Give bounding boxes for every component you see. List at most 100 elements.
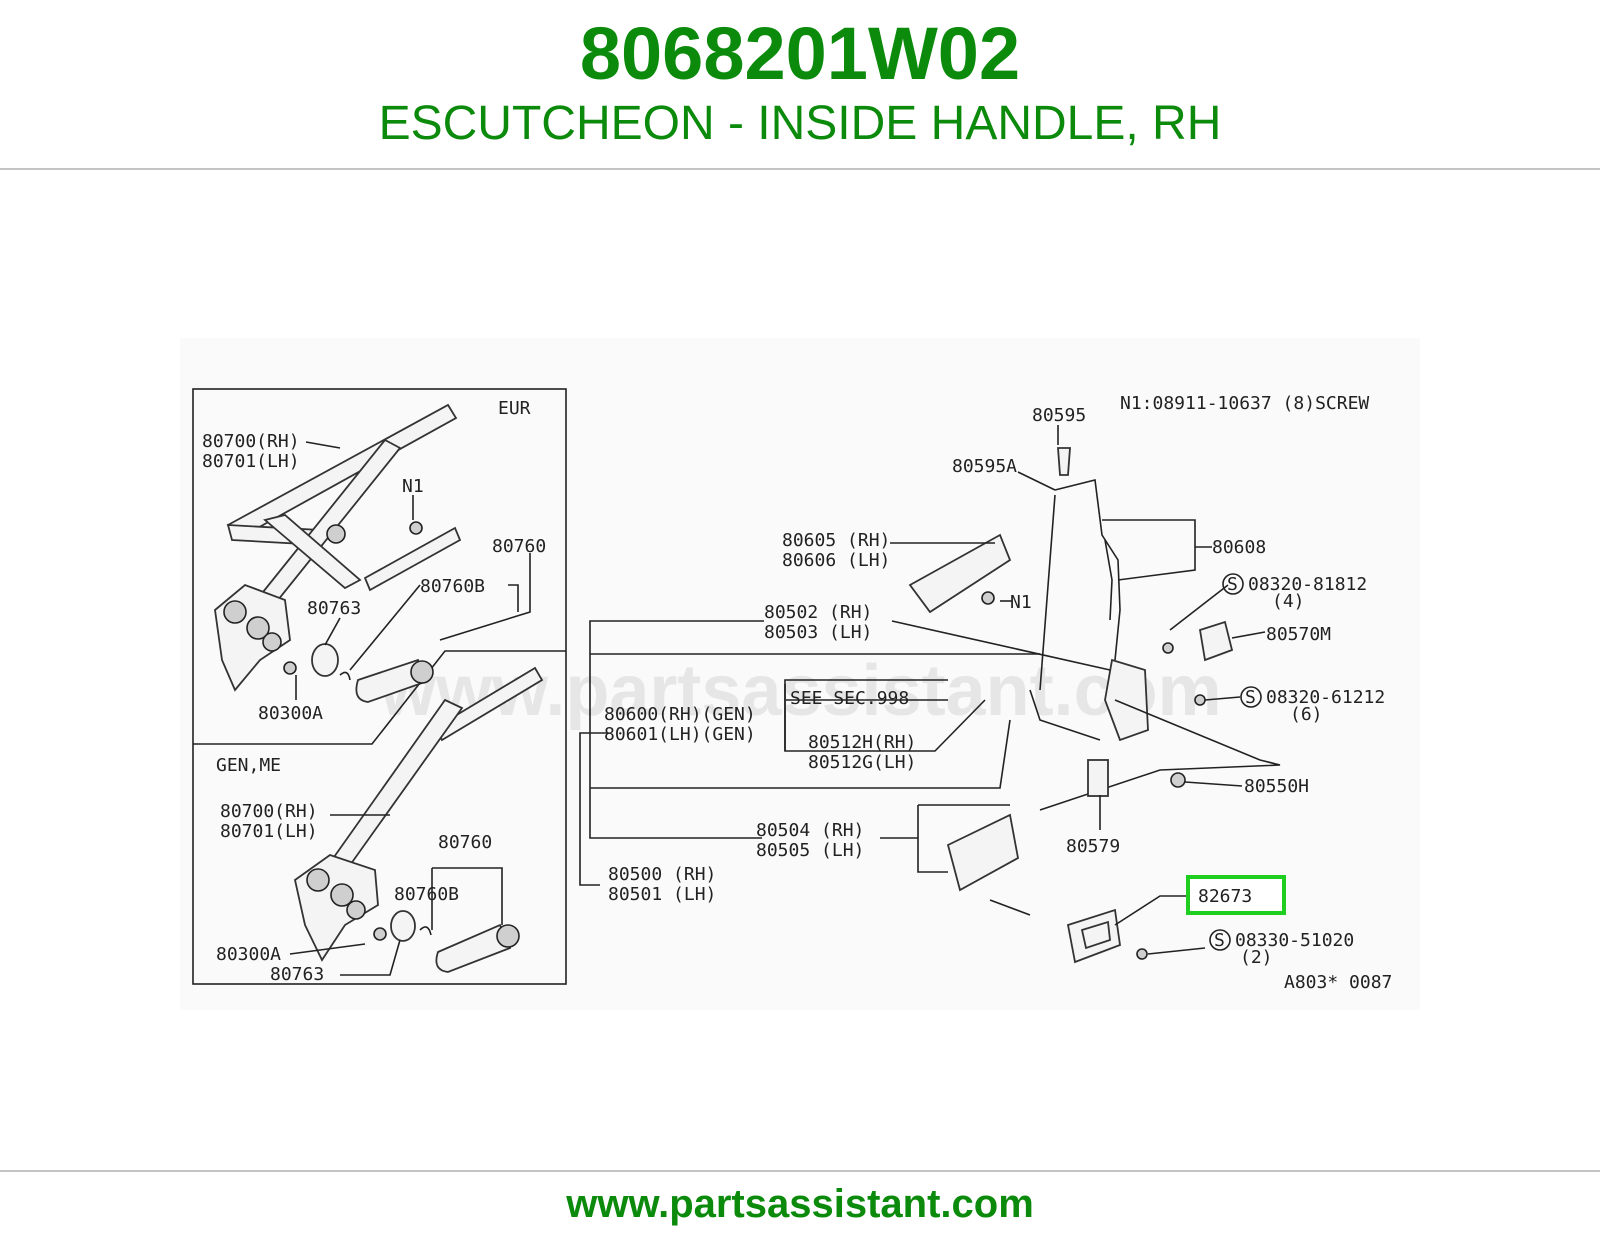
label-80501: 80501 (LH) [608, 884, 716, 905]
washer-80763 [311, 643, 339, 677]
leader [1017, 471, 1056, 491]
label-08320-81812: 08320-81812 [1248, 574, 1367, 595]
label-80512g: 80512G(LH) [808, 752, 916, 773]
label-08320-61212: 08320-61212 [1266, 687, 1385, 708]
leader [324, 617, 341, 646]
inset-panel [192, 388, 567, 985]
gear-wheel-small [346, 900, 366, 920]
label-80760b: 80760B [394, 884, 459, 905]
rod-holder-80579 [1087, 759, 1109, 797]
screw-08320-81812 [1162, 642, 1174, 654]
handle-80760 [435, 923, 512, 973]
regulator-cross-arm [263, 514, 362, 590]
screw-set [989, 899, 1031, 916]
leader [1147, 947, 1206, 955]
bracket-80504 [880, 804, 1010, 873]
nut-n1 [409, 521, 423, 535]
leader [340, 939, 401, 976]
label-80595a: 80595A [952, 456, 1017, 477]
striker-80570m [1198, 620, 1234, 662]
label-80700: 80700(RH) [220, 801, 318, 822]
gear-wheel [246, 616, 270, 640]
remote-rod-80550h [1039, 699, 1281, 811]
screw-note: N1:08911-10637 (8)SCREW [1120, 393, 1369, 414]
region-label-gen-me: GEN,ME [216, 755, 281, 776]
label-80300a: 80300A [258, 703, 323, 724]
label-n1: N1 [1010, 592, 1032, 613]
label-80700: 80700(RH) [202, 431, 300, 452]
bolt-80300a [283, 661, 297, 675]
label-80763: 80763 [270, 964, 324, 985]
diagram-reference: A803* 0087 [1284, 972, 1392, 993]
main-assembly: N1:08911-10637 (8)SCREW [579, 393, 1392, 993]
nut-n1 [981, 591, 995, 605]
label-80570m: 80570M [1266, 624, 1331, 645]
label-08330-51020: 08330-51020 [1235, 930, 1354, 951]
label-80701: 80701(LH) [220, 821, 318, 842]
leader [305, 441, 341, 449]
label-80595: 80595 [1032, 405, 1086, 426]
gear-pinion [223, 600, 247, 624]
s-marker-letter: S [1214, 930, 1225, 951]
gear-wheel [330, 883, 354, 907]
highlight-box-82673[interactable] [1186, 875, 1286, 915]
label-80550h: 80550H [1244, 776, 1309, 797]
leader [1204, 696, 1241, 701]
part-name-subtitle: ESCUTCHEON - INSIDE HANDLE, RH [378, 97, 1222, 150]
label-80300a: 80300A [216, 944, 281, 965]
lock-knob-80595 [1057, 447, 1071, 476]
s-marker-letter: S [1245, 687, 1256, 708]
label-see-sec: SEE SEC.998 [790, 688, 909, 709]
leader [1102, 519, 1212, 581]
leader [289, 943, 366, 955]
label-80502: 80502 (RH) [764, 602, 872, 623]
label-80579: 80579 [1066, 836, 1120, 857]
bracket-80500 [579, 732, 608, 886]
clip-80760b [419, 926, 432, 936]
leader [349, 584, 421, 671]
leader [432, 867, 503, 925]
leader [1184, 781, 1243, 787]
label-n1: N1 [402, 476, 424, 497]
bolt-80300a [373, 927, 387, 941]
inset-eur: EUR 80700(RH) 80701(LH) N1 80760 80763 8 [202, 398, 546, 724]
leader [891, 620, 1111, 671]
bracket-80502 [589, 620, 764, 839]
clip-80760b [339, 671, 351, 681]
washer-80763 [390, 910, 416, 942]
label-80503: 80503 (LH) [764, 622, 872, 643]
outside-handle-80605 [908, 533, 1012, 614]
leader [439, 553, 531, 641]
inside-handle-80504 [946, 813, 1020, 892]
lock-rod-80608 [1054, 479, 1121, 661]
region-label-eur: EUR [498, 398, 531, 419]
screw-08330 [1136, 948, 1148, 960]
header-divider [0, 168, 1600, 170]
s-marker [1222, 573, 1244, 595]
label-80504: 80504 (RH) [756, 820, 864, 841]
leader [590, 719, 1011, 789]
part-number-title: 8068201W02 [579, 12, 1021, 95]
lock-rod-80512 [1029, 689, 1101, 741]
s-marker [1240, 686, 1262, 708]
clip-80550h [1170, 772, 1186, 788]
footer-website-link[interactable]: www.partsassistant.com [566, 1182, 1034, 1226]
pivot-bolt [326, 524, 346, 544]
label-80608: 80608 [1212, 537, 1266, 558]
inset-divider [193, 650, 566, 745]
leader [784, 679, 948, 751]
leader [508, 584, 519, 612]
handle-80760 [355, 658, 427, 703]
inset-frame [192, 388, 567, 985]
label-80605: 80605 (RH) [782, 530, 890, 551]
label-82673[interactable]: 82673 [1198, 886, 1252, 907]
regulator-rail-lower [363, 526, 462, 592]
inset-gen-me: GEN,ME 80700(RH) 80701(LH) 80760 80760B … [216, 666, 544, 985]
lock-rod [1039, 494, 1056, 691]
gear-pinion [306, 868, 330, 892]
label-80500: 80500 (RH) [608, 864, 716, 885]
s-marker [1209, 929, 1231, 951]
label-08320-81812-qty: (4) [1272, 591, 1305, 612]
label-08320-61212-qty: (6) [1290, 704, 1323, 725]
